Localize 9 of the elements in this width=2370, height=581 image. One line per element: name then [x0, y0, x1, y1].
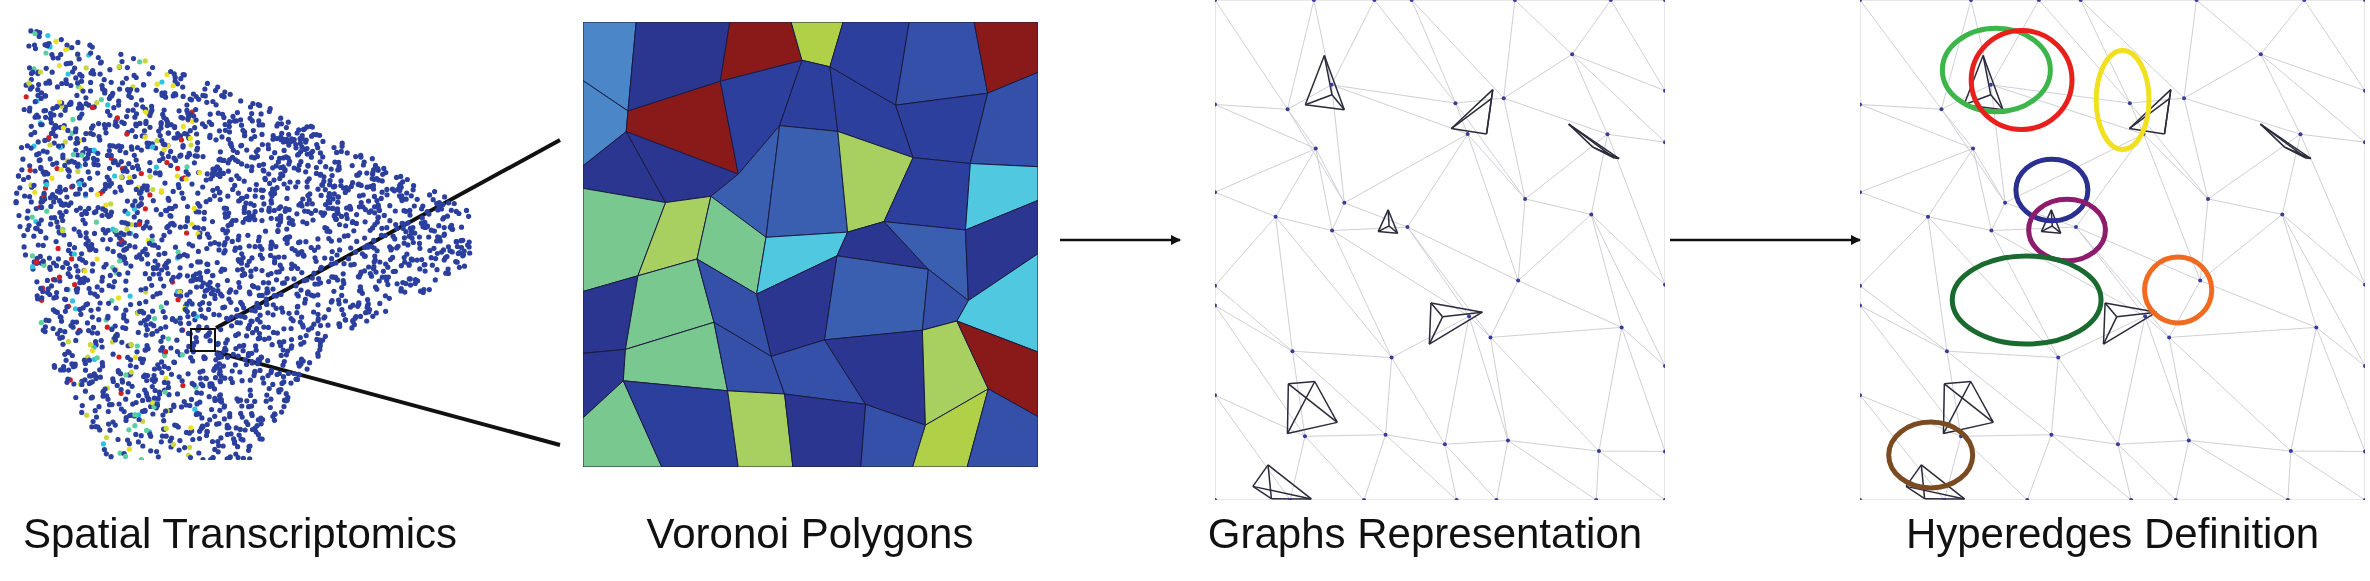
- zoom-line: [215, 350, 561, 447]
- arrow: [1670, 235, 1861, 245]
- node-label: Spatial Transcriptomics: [21, 510, 459, 558]
- node-label: Graphs Representation: [1206, 510, 1644, 558]
- node-label: Voronoi Polygons: [645, 510, 975, 558]
- node-label: Hyperedges Definition: [1904, 510, 2321, 558]
- arrow: [1060, 235, 1181, 245]
- zoom-box: [190, 328, 216, 352]
- zoom-line: [215, 138, 561, 330]
